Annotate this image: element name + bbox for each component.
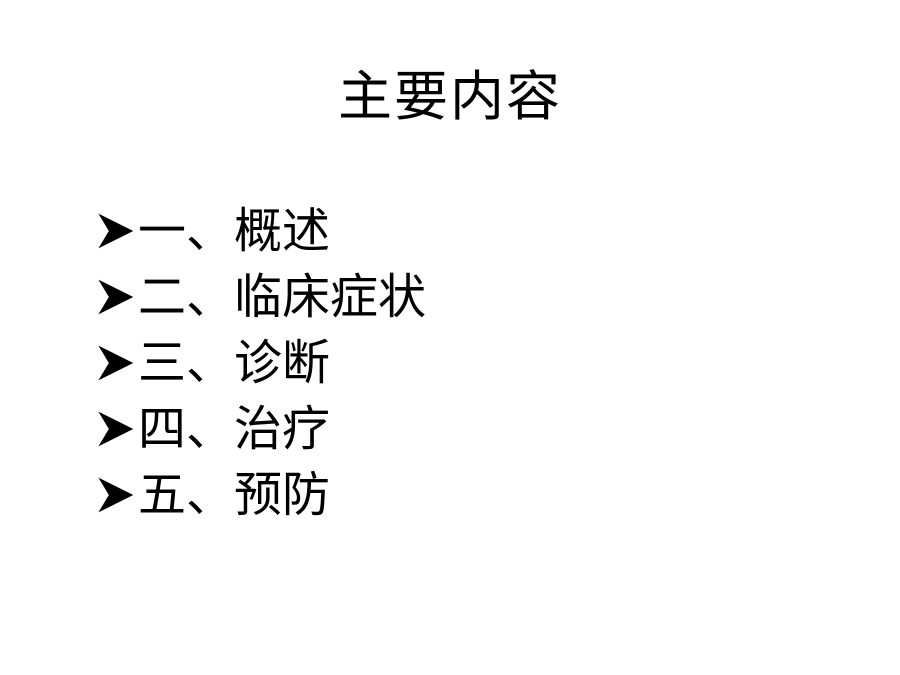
content-outline-list: 一、概述 二、临床症状 三、诊断 四、治疗 五、预防 bbox=[96, 198, 426, 528]
arrowhead-bullet-icon bbox=[96, 198, 136, 264]
list-item-label: 二、临床症状 bbox=[138, 269, 427, 325]
list-item-label: 一、概述 bbox=[138, 203, 331, 259]
list-item-label: 三、诊断 bbox=[138, 335, 331, 391]
arrowhead-bullet-icon bbox=[96, 462, 136, 528]
list-item: 五、预防 bbox=[96, 462, 426, 528]
list-item: 三、诊断 bbox=[96, 330, 426, 396]
list-item-label: 四、治疗 bbox=[138, 401, 331, 457]
slide-title: 主要内容 bbox=[338, 65, 562, 128]
list-item-label: 五、预防 bbox=[138, 467, 331, 523]
list-item: 一、概述 bbox=[96, 198, 426, 264]
arrowhead-bullet-icon bbox=[96, 330, 136, 396]
list-item: 二、临床症状 bbox=[96, 264, 426, 330]
list-item: 四、治疗 bbox=[96, 396, 426, 462]
arrowhead-bullet-icon bbox=[96, 396, 136, 462]
arrowhead-bullet-icon bbox=[96, 264, 136, 330]
